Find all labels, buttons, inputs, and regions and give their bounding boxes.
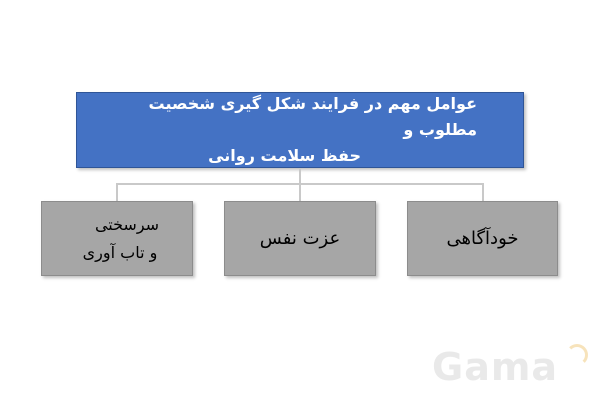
- child-node-label-line-1: سرسختی: [94, 214, 160, 234]
- watermark-arc-icon: [566, 344, 588, 366]
- child-node-self-awareness: خودآگاهی: [407, 201, 558, 276]
- root-node-line-2: حفظ سلامت روانی: [208, 146, 361, 165]
- connector-drop-middle: [299, 183, 301, 201]
- child-node-label: خودآگاهی: [446, 228, 519, 249]
- child-node-self-esteem: عزت نفس: [224, 201, 376, 276]
- root-node-line-1: عوامل مهم در فرایند شکل گیری شخصیت مطلوب…: [148, 94, 477, 139]
- root-node: عوامل مهم در فرایند شکل گیری شخصیت مطلوب…: [76, 92, 524, 168]
- connector-trunk: [299, 168, 301, 184]
- connector-drop-left: [116, 183, 118, 201]
- child-node-label: عزت نفس: [259, 228, 341, 249]
- child-node-resilience: سرسختی و تاب آوری: [41, 201, 193, 276]
- child-node-label-line-2: و تاب آوری: [82, 242, 158, 262]
- connector-drop-right: [482, 183, 484, 201]
- gama-watermark: Gama: [432, 345, 559, 389]
